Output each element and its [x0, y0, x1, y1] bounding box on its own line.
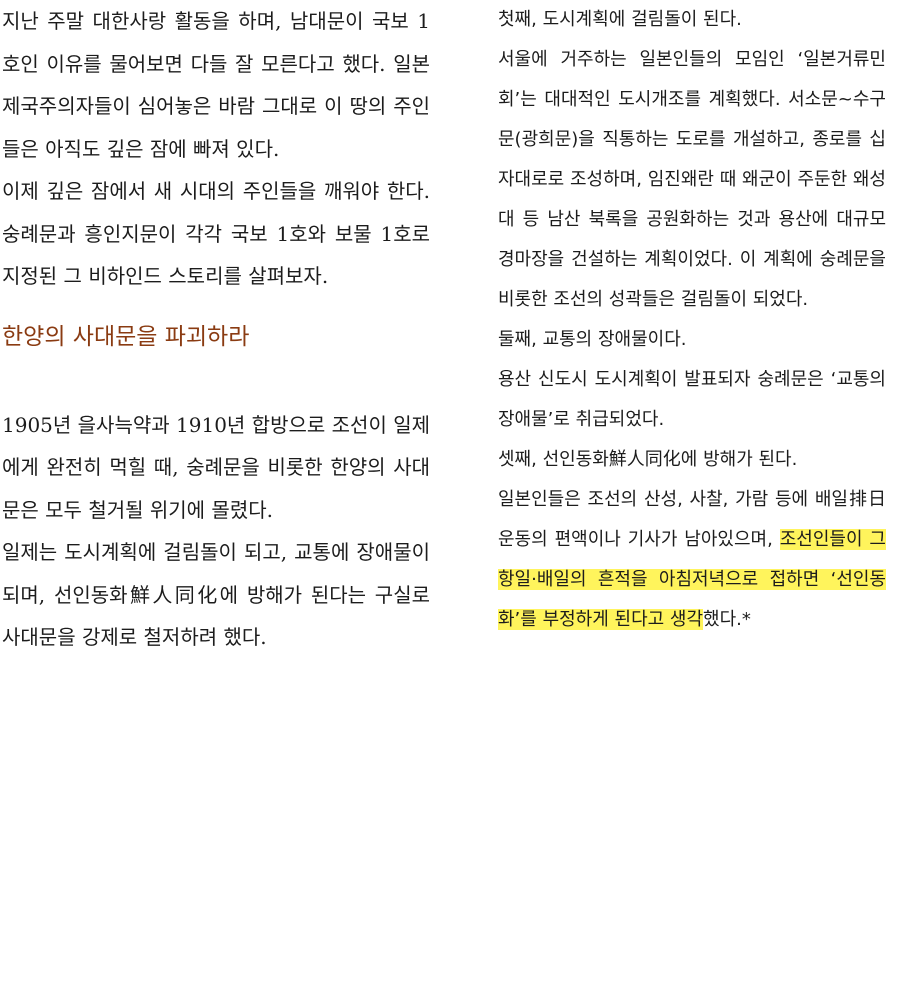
intro-paragraph-1: 지난 주말 대한사랑 활동을 하며, 남대문이 국보 1호인 이유를 물어보면 …	[2, 9, 430, 161]
intro-paragraph-2: 이제 깊은 잠에서 새 시대의 주인들을 깨워야 한다. 숭례문과 흥인지문이 …	[2, 179, 430, 288]
body-paragraph-2: 일제는 도시계획에 걸림돌이 되고, 교통에 장애물이 되며, 선인동화鮮人同化…	[2, 540, 430, 649]
reason-3-body: 일본인들은 조선의 산성, 사찰, 가람 등에 배일排日 운동의 편액이나 기사…	[498, 480, 886, 640]
reason-1-heading: 첫째, 도시계획에 걸림돌이 된다.	[498, 9, 742, 30]
reason-1-body: 서울에 거주하는 일본인들의 모임인 ‘일본거류민회’는 대대적인 도시개조를 …	[498, 49, 886, 310]
reason-2-body: 용산 신도시 도시계획이 발표되자 숭례문은 ‘교통의 장애물’로 취급되었다.	[498, 369, 886, 430]
reason-3-body-text: 일본인들은 조선의 산성, 사찰, 가람 등에 배일排日 운동의 편액이나 기사…	[498, 489, 886, 550]
reason-3-trailing-text: 했다.*	[703, 609, 751, 630]
reason-2-heading: 둘째, 교통의 장애물이다.	[498, 329, 687, 350]
section-heading: 한양의 사대문을 파괴하라	[2, 323, 250, 350]
reason-3-heading: 셋째, 선인동화鮮人同化에 방해가 된다.	[498, 449, 798, 470]
right-column: 첫째, 도시계획에 걸림돌이 된다. 서울에 거주하는 일본인들의 모임인 ‘일…	[498, 0, 886, 640]
body-paragraph-1: 1905년 을사늑약과 1910년 합방으로 조선이 일제에게 완전히 먹힐 때…	[2, 412, 430, 522]
left-column: 지난 주말 대한사랑 활동을 하며, 남대문이 국보 1호인 이유를 물어보면 …	[2, 0, 430, 659]
